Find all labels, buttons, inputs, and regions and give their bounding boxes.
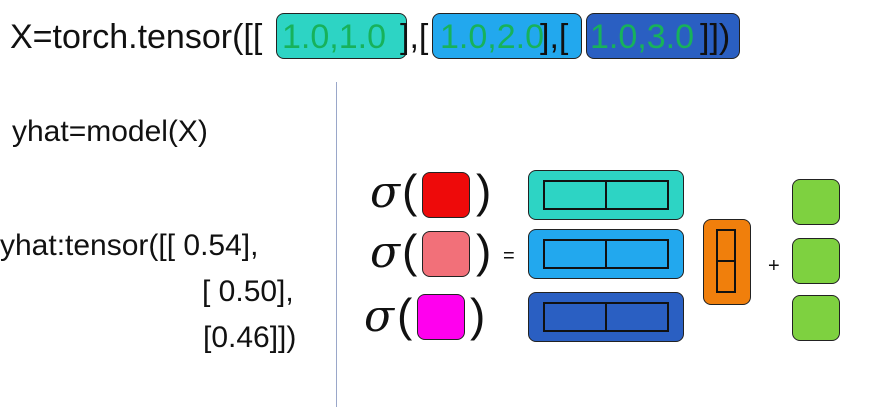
x-assign-suffix: ]]) xyxy=(700,18,731,56)
output-square-3 xyxy=(417,294,465,340)
sigma-symbol: σ xyxy=(364,291,395,342)
x-row1-highlight xyxy=(276,13,407,59)
yhat-output-line1: yhat:tensor([[ 0.54], xyxy=(0,229,259,262)
weight-vector-cells xyxy=(716,229,736,293)
bias-square-2 xyxy=(792,238,840,284)
close-paren: ) xyxy=(476,225,492,277)
yhat-output-line2: [ 0.50], xyxy=(202,275,294,308)
x-row3-highlight xyxy=(586,13,740,59)
input-row-cells-1 xyxy=(543,180,669,210)
cell-divider xyxy=(718,260,734,262)
x-assign-prefix: X=torch.tensor([[ xyxy=(10,18,263,56)
sigma-symbol: σ xyxy=(370,167,401,218)
close-paren: ) xyxy=(476,165,492,217)
bias-square-1 xyxy=(792,179,840,225)
vertical-divider xyxy=(336,82,337,407)
output-square-2 xyxy=(422,231,470,277)
output-square-1 xyxy=(422,172,470,218)
input-row-cells-3 xyxy=(543,302,669,332)
cell-divider xyxy=(605,304,607,330)
cell-divider xyxy=(605,241,607,267)
input-row-box-3 xyxy=(528,292,684,342)
open-paren: ( xyxy=(397,289,413,341)
close-paren: ) xyxy=(470,289,486,341)
input-row-box-1 xyxy=(528,170,684,220)
x-row3-values: 1.0,3.0 xyxy=(590,18,694,56)
open-paren: ( xyxy=(402,165,418,217)
input-row-box-2 xyxy=(528,229,684,279)
x-row2-highlight xyxy=(432,13,582,59)
cell-divider xyxy=(605,182,607,208)
sigma-symbol: σ xyxy=(370,227,401,278)
open-paren: ( xyxy=(402,225,418,277)
yhat-model-call: yhat=model(X) xyxy=(12,115,208,148)
yhat-output-line3: [0.46]]) xyxy=(203,321,297,354)
x-row1-values: 1.0,1.0 xyxy=(282,18,386,56)
x-row-separator-1: ],[ xyxy=(400,18,429,56)
x-row-separator-2: ],[ xyxy=(540,18,569,56)
x-row2-values: 1.0,2.0 xyxy=(440,18,544,56)
bias-square-3 xyxy=(792,295,840,341)
weight-vector-box xyxy=(703,219,751,305)
equals-sign: = xyxy=(503,245,515,267)
input-row-cells-2 xyxy=(543,239,669,269)
plus-sign: + xyxy=(768,255,780,277)
